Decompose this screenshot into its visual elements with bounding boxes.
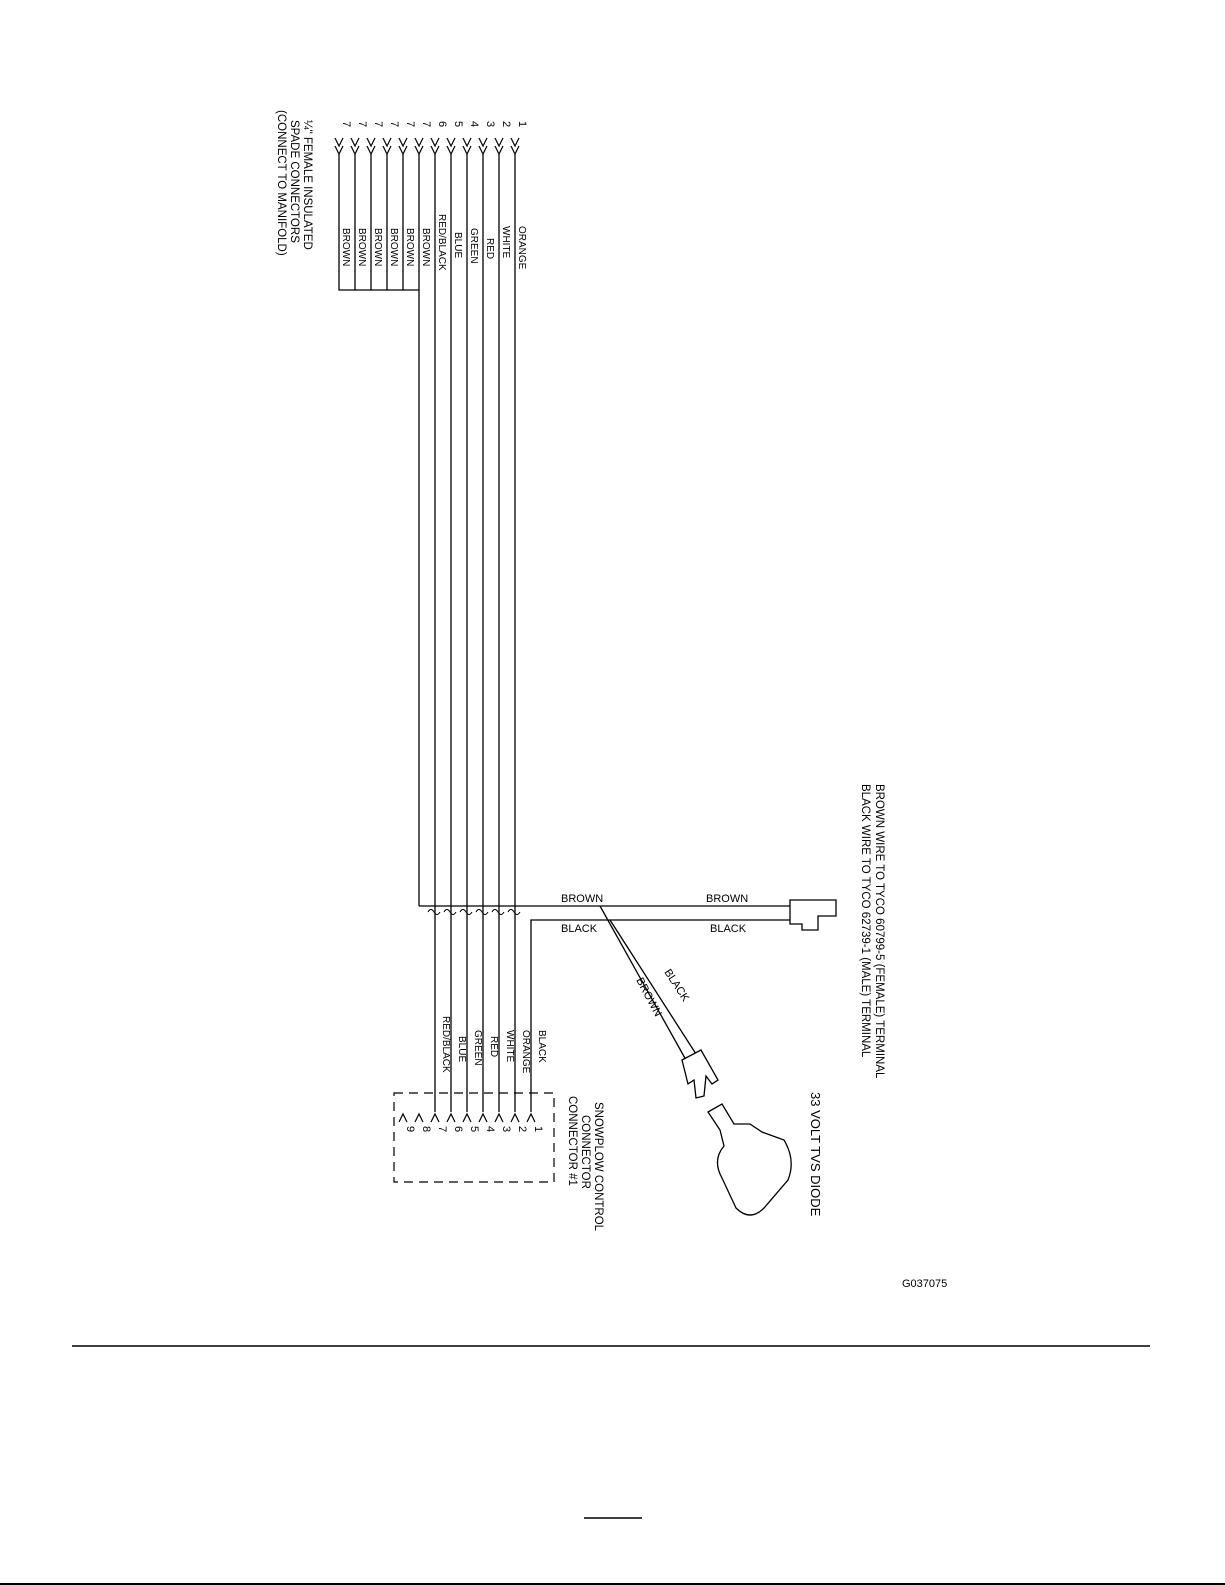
branch-labels: BROWN BROWN BLACK BLACK BLACK BROWN [561, 893, 748, 1019]
wire-brown-jumper-3 [386, 154, 403, 291]
label-black-left: BLACK [561, 923, 598, 935]
wire-brown-jumper-2 [402, 154, 419, 291]
connector-wire-color: RED [488, 1036, 499, 1057]
connector-housing [393, 1092, 555, 1183]
snowplow-connector: 1 2 3 4 5 6 7 8 9 BLACK ORANGE WHITE RED… [393, 1016, 604, 1232]
connector-pin: 9 [404, 1126, 416, 1132]
spade-pin: 6 [436, 121, 448, 127]
connector-pin: 1 [532, 1126, 544, 1132]
connector-wire-color: WHITE [504, 1030, 515, 1063]
spade-wire-color: RED [484, 238, 495, 259]
spade-wire-color: BROWN [388, 228, 399, 266]
connector-wire-color: BLUE [456, 1036, 467, 1062]
connector-pin: 6 [452, 1126, 464, 1132]
connector-pin-numbers: 1 2 3 4 5 6 7 8 9 [404, 1126, 544, 1132]
spade-pin: 3 [484, 121, 496, 127]
label-brown-right: BROWN [706, 893, 748, 905]
connector-pin: 2 [516, 1126, 528, 1132]
label-brown-left: BROWN [561, 893, 603, 905]
connector-title-line-3: CONNECTOR #1 [566, 1096, 578, 1186]
spade-wire-color: BLUE [452, 232, 463, 258]
spade-wire-color: ORANGE [516, 226, 527, 270]
spade-wire-color: BROWN [340, 228, 351, 266]
spade-pin: 7 [356, 121, 368, 127]
tyco-note-line-2: BLACK WIRE TO TYCO 62739-1 (MALE) TERMIN… [859, 784, 871, 1058]
wire-diode-black [609, 919, 697, 1055]
spade-pin: 5 [452, 121, 464, 127]
tyco-note-line-1: BROWN WIRE TO TYCO 60799-5 (FEMALE) TERM… [873, 784, 885, 1079]
connector-crowfeet [398, 1112, 536, 1123]
wire-brown-jumper-6 [338, 154, 355, 291]
tvs-diode: 33 VOLT TVS DIODE [681, 1049, 823, 1217]
spade-pin: 1 [516, 121, 528, 127]
connector-pin: 7 [436, 1126, 448, 1132]
spade-crowfeet [334, 137, 520, 156]
label-diode-black: BLACK [661, 967, 691, 1004]
connector-pin: 3 [500, 1126, 512, 1132]
diode-label: 33 VOLT TVS DIODE [808, 1092, 823, 1217]
wire-brown-jumper-5 [354, 154, 371, 291]
spade-note-line-1: ¼" FEMALE INSULATED [301, 120, 313, 250]
spade-note-line-2: SPADE CONNECTORS [288, 120, 300, 243]
connector-wire-color: RED/BLACK [440, 1016, 451, 1073]
spade-pin: 7 [420, 121, 432, 127]
tyco-terminal-connector [789, 899, 837, 931]
spade-wire-color: WHITE [500, 226, 511, 259]
spade-wire-color: BROWN [356, 228, 367, 266]
spade-note-line-3: (CONNECT TO MANIFOLD) [275, 110, 287, 256]
connector-wire-color: BLACK [536, 1030, 547, 1063]
figure-id: G037075 [902, 1278, 947, 1290]
connector-pin: 8 [420, 1126, 432, 1132]
spade-wire-color: BROWN [404, 228, 415, 266]
spade-wire-color: BROWN [420, 228, 431, 266]
label-black-right: BLACK [710, 923, 747, 935]
spade-pin: 7 [340, 121, 352, 127]
harness-wires [334, 137, 790, 1112]
wire-diode-brown [599, 905, 687, 1061]
spade-connector-note: ¼" FEMALE INSULATED SPADE CONNECTORS (CO… [275, 110, 313, 256]
spade-pin: 7 [372, 121, 384, 127]
diode-body [707, 1103, 792, 1216]
diode-plug-connector [681, 1049, 719, 1099]
wire-brown-jumper-4 [370, 154, 387, 291]
spade-wire-color: BROWN [372, 228, 383, 266]
connector-title-line-2: CONNECTOR [579, 1115, 591, 1189]
spade-wire-color: RED/BLACK [436, 214, 447, 271]
connector-title: SNOWPLOW CONTROL CONNECTOR CONNECTOR #1 [566, 1096, 604, 1232]
tyco-note: BROWN WIRE TO TYCO 60799-5 (FEMALE) TERM… [859, 784, 885, 1079]
wire-black [530, 919, 790, 1112]
connector-pin: 5 [468, 1126, 480, 1132]
connector-pin: 4 [484, 1126, 496, 1132]
connector-title-line-1: SNOWPLOW CONTROL [592, 1102, 604, 1232]
harness-break-marks [427, 909, 521, 915]
spade-pin: 2 [500, 121, 512, 127]
connector-wire-colors: BLACK ORANGE WHITE RED GREEN BLUE RED/BL… [440, 1016, 547, 1074]
spade-pin: 4 [468, 121, 480, 127]
spade-wire-color: GREEN [468, 228, 479, 264]
spade-pin: 7 [388, 121, 400, 127]
spade-pin-labels: 1 2 3 4 5 6 7 7 7 7 7 7 [340, 121, 528, 127]
connector-wire-color: GREEN [472, 1030, 483, 1066]
connector-wire-color: ORANGE [520, 1030, 531, 1074]
spade-color-labels: ORANGE WHITE RED GREEN BLUE RED/BLACK BR… [340, 214, 527, 271]
spade-pin: 7 [404, 121, 416, 127]
